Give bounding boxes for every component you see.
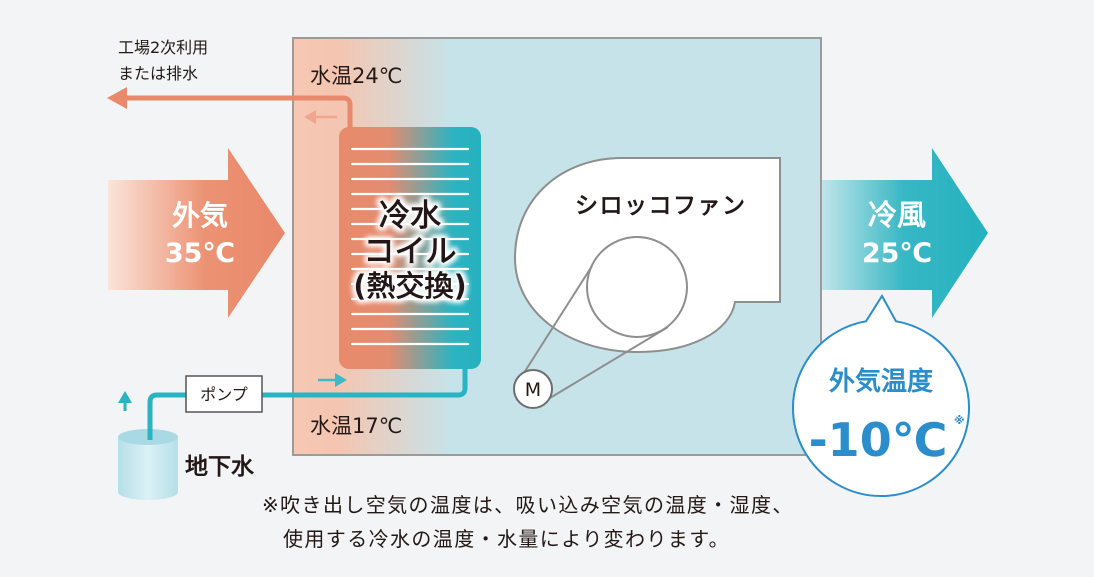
motor-circle bbox=[513, 369, 553, 409]
footnote-line-1: ※吹き出し空気の温度は、吸い込み空気の温度・湿度、 bbox=[262, 493, 794, 517]
cool-air-temp: 25℃ bbox=[862, 238, 932, 269]
water-temp-inlet-label: 水温17℃ bbox=[310, 414, 402, 438]
coil-label-line-2: コイル bbox=[364, 234, 457, 270]
coil-fins bbox=[350, 147, 470, 346]
fan-label: シロッコファン bbox=[575, 193, 747, 219]
callout-value: -10℃ bbox=[809, 413, 948, 467]
supply-flow-arrow bbox=[318, 373, 347, 387]
groundwater-label: 地下水 bbox=[185, 454, 255, 480]
discharge-arrowhead bbox=[107, 87, 127, 109]
callout-bubble bbox=[792, 294, 970, 497]
outside-air-label: 外気 bbox=[172, 199, 228, 232]
coil-label: 冷水 コイル (熱交換) bbox=[353, 198, 467, 303]
coil-label-line-3: (熱交換) bbox=[353, 269, 467, 303]
fan-pulley bbox=[586, 236, 688, 338]
supply-pipe bbox=[147, 368, 468, 434]
groundwater-up-arrow bbox=[118, 391, 132, 411]
footnote-line-2: 使用する冷水の温度・水量により変わります。 bbox=[283, 527, 730, 551]
discharge-label-line-2: または排水 bbox=[118, 64, 198, 83]
cool-air-arrow bbox=[822, 148, 988, 318]
return-flow-arrow bbox=[304, 110, 337, 124]
pump-label: ポンプ bbox=[200, 385, 248, 404]
cold-water-coil bbox=[339, 127, 481, 369]
groundwater-tank bbox=[118, 429, 178, 500]
water-temp-outlet-label: 水温24℃ bbox=[310, 64, 402, 88]
coil-label-line-1: 冷水 bbox=[379, 198, 442, 234]
pump-box bbox=[185, 375, 263, 413]
discharge-pipe bbox=[124, 95, 353, 130]
outside-air-temp: 35℃ bbox=[165, 238, 235, 269]
discharge-label-line-1: 工場2次利用 bbox=[118, 38, 208, 57]
motor-label: M bbox=[525, 379, 541, 401]
cool-air-label: 冷風 bbox=[868, 198, 926, 232]
callout-title: 外気温度 bbox=[829, 366, 933, 397]
outside-air-arrow bbox=[108, 148, 285, 318]
callout-note-mark: ※ bbox=[954, 414, 965, 427]
drive-belt bbox=[521, 265, 669, 399]
